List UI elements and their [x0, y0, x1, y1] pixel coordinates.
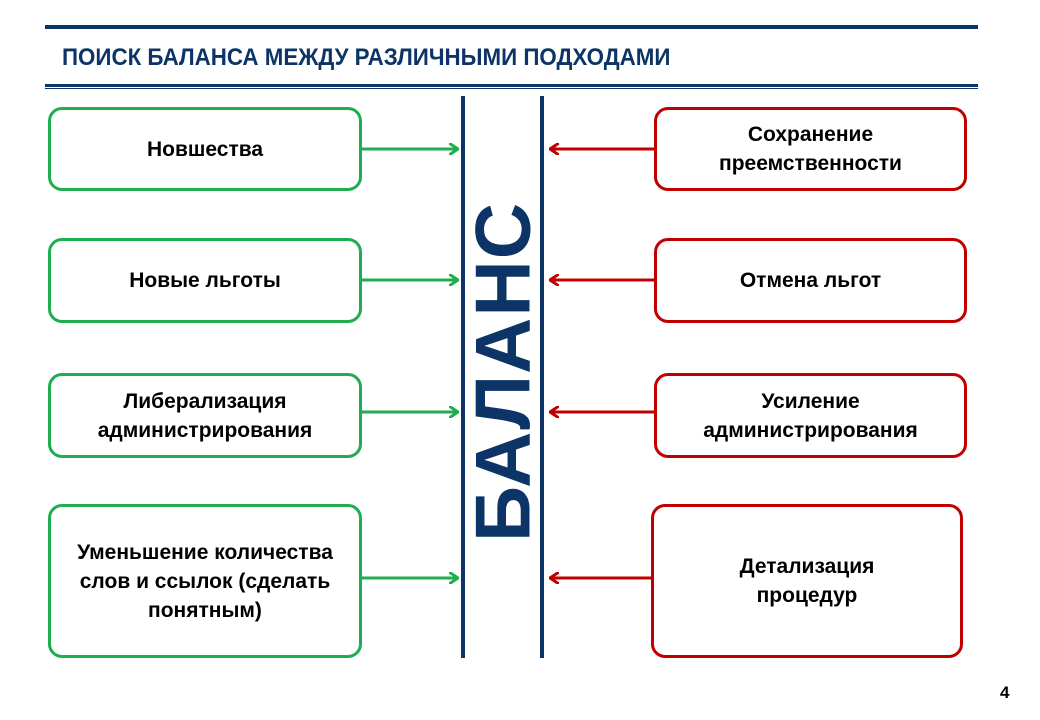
box-text: Новшества — [146, 137, 264, 161]
right-box-strengthening: Усиление администрирования — [654, 373, 967, 458]
left-box-innovations: Новшества — [48, 107, 362, 191]
right-box-detailing: Детализация процедур — [651, 504, 963, 658]
left-arrows — [361, 149, 457, 578]
title-divider-thin — [45, 88, 978, 89]
page-number: 4 — [1000, 683, 1010, 702]
left-box-simplification: Уменьшение количества слов и ссылок (сде… — [48, 504, 362, 658]
left-box-new-benefits: Новые льготы — [48, 238, 362, 323]
balance-line-left — [461, 96, 465, 658]
balance-line-right — [540, 96, 544, 658]
box-text: Уменьшение количества слов и ссылок (сде… — [77, 540, 333, 622]
box-text: Усиление администрирования — [703, 389, 918, 442]
right-arrows — [551, 149, 655, 578]
box-text: Новые льготы — [129, 269, 281, 292]
top-divider — [45, 25, 978, 29]
box-text: Детализация процедур — [739, 555, 875, 607]
page-title: ПОИСК БАЛАНСА МЕЖДУ РАЗЛИЧНЫМИ ПОДХОДАМИ — [62, 44, 671, 71]
balance-label: БАЛАНС — [458, 201, 547, 543]
right-box-cancel-benefits: Отмена льгот — [654, 238, 967, 323]
right-box-continuity: Сохранение преемственности — [654, 107, 967, 191]
title-divider — [45, 84, 978, 87]
box-text: Сохранение преемственности — [719, 123, 902, 175]
box-text: Либерализация администрирования — [97, 389, 313, 442]
left-box-liberalization: Либерализация администрирования — [48, 373, 362, 458]
box-text: Отмена льгот — [739, 269, 882, 292]
